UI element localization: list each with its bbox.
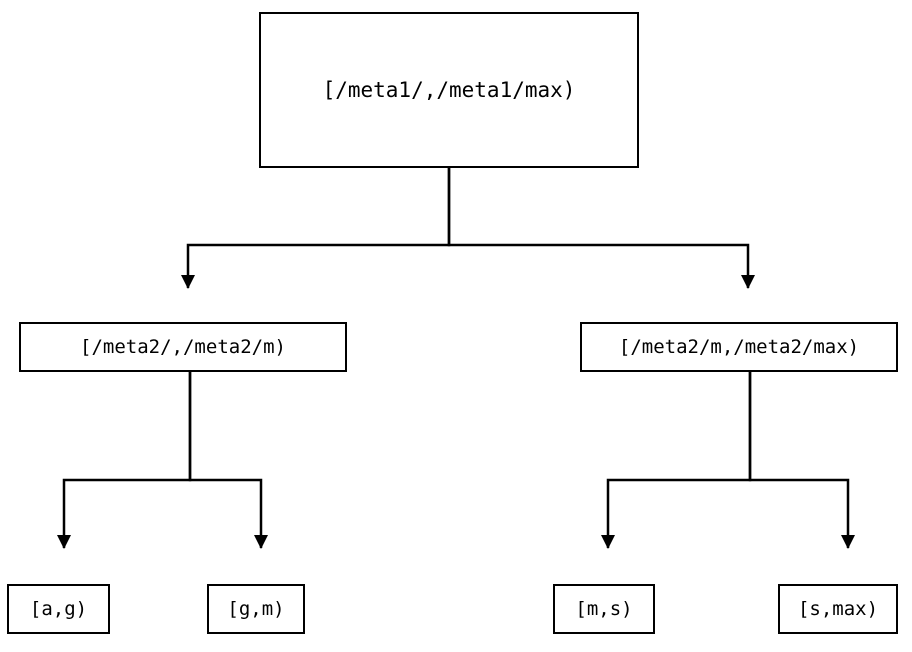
tree-node-mid-right[interactable]: [/meta2/m,/meta2/max) — [580, 322, 898, 372]
tree-node-mid-left[interactable]: [/meta2/,/meta2/m) — [19, 322, 347, 372]
edge-root-to-mid-right — [447, 168, 755, 289]
edge-mid-right-to-leaf-smax — [748, 372, 855, 549]
edge-mid-right-to-leaf-ms — [601, 372, 752, 549]
tree-node-leaf-ag-label: [a,g) — [29, 597, 88, 620]
edge-root-to-mid-left — [181, 168, 451, 289]
edge-mid-left-to-leaf-gm — [188, 372, 268, 549]
tree-node-root-label: [/meta1/,/meta1/max) — [322, 77, 576, 102]
tree-node-leaf-gm[interactable]: [g,m) — [207, 584, 305, 634]
tree-node-mid-right-label: [/meta2/m,/meta2/max) — [618, 335, 860, 358]
tree-node-leaf-gm-label: [g,m) — [227, 597, 285, 620]
tree-node-root[interactable]: [/meta1/,/meta1/max) — [259, 12, 639, 168]
tree-node-leaf-ms[interactable]: [m,s) — [553, 584, 655, 634]
tree-node-leaf-ag[interactable]: [a,g) — [7, 584, 110, 634]
edge-mid-left-to-leaf-ag — [57, 372, 192, 549]
tree-node-leaf-ms-label: [m,s) — [575, 597, 633, 620]
tree-node-leaf-smax-label: [s,max) — [797, 597, 879, 620]
tree-node-leaf-smax[interactable]: [s,max) — [778, 584, 898, 634]
tree-node-mid-left-label: [/meta2/,/meta2/m) — [80, 335, 286, 358]
